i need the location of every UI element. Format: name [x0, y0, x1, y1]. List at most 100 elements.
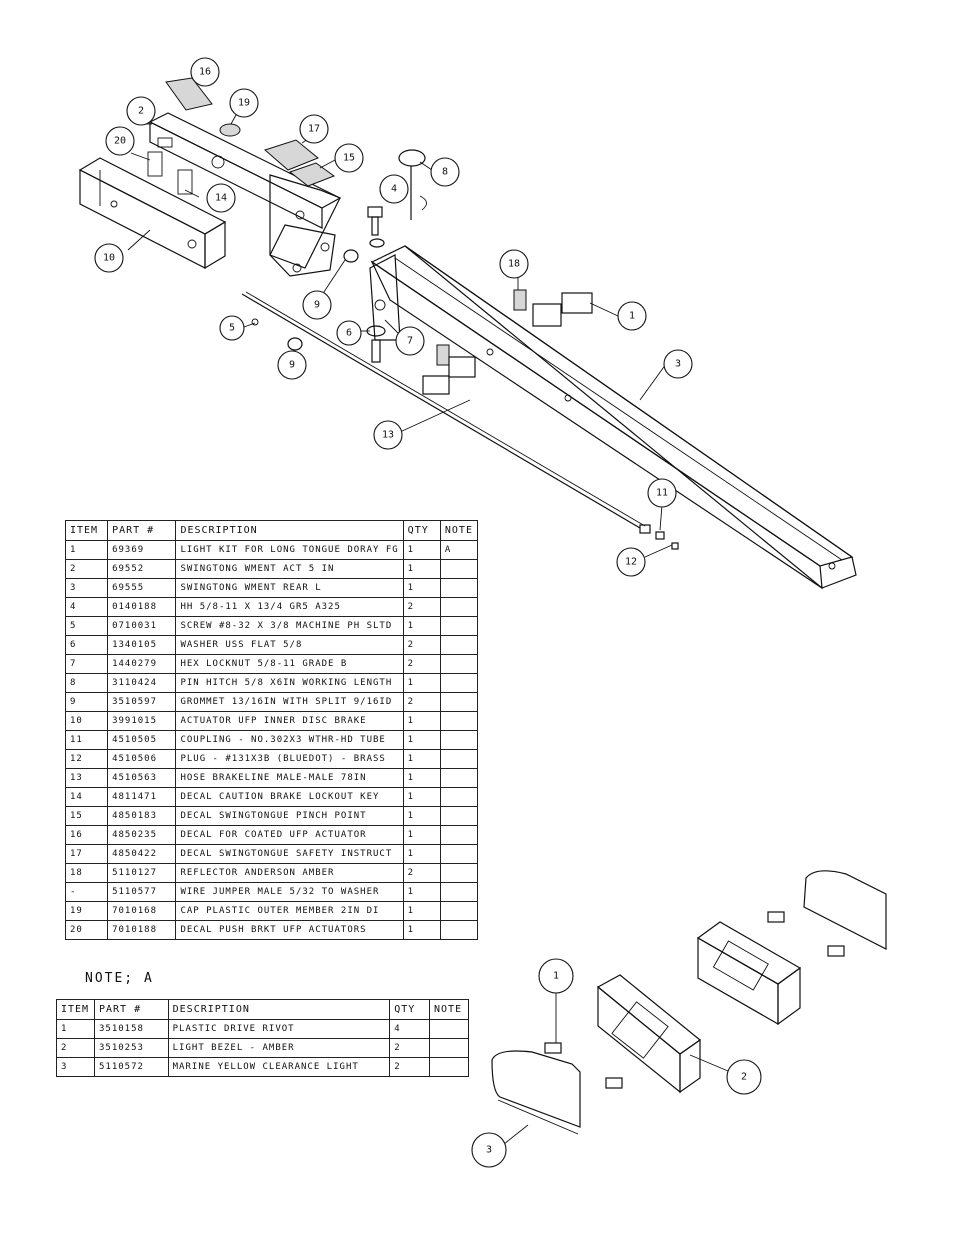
detail-light-assembly [491, 870, 887, 1135]
cell-note [439, 787, 479, 807]
cell-qty: 1 [402, 559, 441, 579]
callout-18-label: 18 [508, 259, 520, 270]
cell-item: 16 [64, 825, 109, 845]
callout-20-label: 20 [114, 136, 126, 147]
cell-part: 69552 [107, 559, 177, 579]
header-item: ITEM [64, 520, 109, 541]
callout-14-label: 14 [215, 193, 227, 204]
cell-qty: 4 [389, 1019, 431, 1039]
detail-callout-1-label: 1 [553, 971, 559, 982]
detail-callout-3: 3 [471, 1132, 507, 1168]
cell-description: SWINGTONG WMENT REAR L [175, 578, 404, 598]
callout-2: 2 [126, 96, 156, 126]
cell-part: 5110577 [107, 882, 177, 902]
actuator-inner-part [78, 157, 227, 270]
callout-3: 3 [663, 349, 693, 379]
cell-part: 1340105 [107, 635, 177, 655]
callout-15-label: 15 [343, 153, 355, 164]
cell-item: 17 [64, 844, 109, 864]
callout-6: 6 [336, 320, 362, 346]
cell-item: 7 [64, 654, 109, 674]
callout-9b-label: 9 [289, 360, 295, 371]
cell-qty: 1 [402, 578, 441, 598]
cell-part: 4850235 [107, 825, 177, 845]
cell-item: 5 [64, 616, 109, 636]
cell-qty: 1 [402, 540, 441, 560]
cell-qty: 2 [402, 635, 441, 655]
cell-part: 4510505 [107, 730, 177, 750]
callout-6-label: 6 [346, 328, 352, 339]
hardware-parts [251, 149, 427, 363]
cell-qty: 1 [402, 844, 441, 864]
callout-8: 8 [430, 157, 460, 187]
callout-17-label: 17 [308, 124, 320, 135]
cell-part: 3110424 [107, 673, 177, 693]
cell-note [439, 692, 479, 712]
cell-part: 5110572 [93, 1057, 169, 1077]
callout-15: 15 [334, 143, 364, 173]
cell-note [439, 616, 479, 636]
callout-16-label: 16 [199, 67, 211, 78]
cell-qty: 2 [402, 692, 441, 712]
cell-note [439, 882, 479, 902]
brake-hose-part [241, 291, 679, 550]
cell-note [439, 673, 479, 693]
callout-7-label: 7 [407, 336, 413, 347]
cell-qty: 2 [389, 1038, 431, 1058]
parts-list-header: ITEM PART # DESCRIPTION QTY NOTE [64, 520, 479, 541]
cell-qty: 2 [402, 597, 441, 617]
header-qty: QTY [402, 520, 441, 541]
header-note: NOTE [429, 999, 469, 1020]
header-description: DESCRIPTION [175, 520, 404, 541]
cell-item: 4 [64, 597, 109, 617]
cell-qty: 1 [402, 901, 441, 921]
cell-description: HH 5/8-11 X 13/4 GR5 A325 [175, 597, 404, 617]
callout-7: 7 [395, 326, 425, 356]
detail-callout-1: 1 [538, 958, 574, 994]
cell-part: 4850422 [107, 844, 177, 864]
cell-item: 2 [64, 559, 109, 579]
cell-item: 15 [64, 806, 109, 826]
cell-description: REFLECTOR ANDERSON AMBER [175, 863, 404, 883]
callout-11: 11 [647, 478, 677, 508]
cell-part: 4811471 [107, 787, 177, 807]
cell-description: SCREW #8-32 X 3/8 MACHINE PH SLTD [175, 616, 404, 636]
swingtong-weldment-rear-part [369, 245, 857, 590]
cell-part: 7010188 [107, 920, 177, 940]
cell-qty: 2 [389, 1057, 431, 1077]
cell-note [439, 768, 479, 788]
leader-lines [127, 79, 729, 1149]
cell-part: 7010168 [107, 901, 177, 921]
callout-4: 4 [379, 174, 409, 204]
cell-description: CAP PLASTIC OUTER MEMBER 2IN DI [175, 901, 404, 921]
cell-note [439, 901, 479, 921]
note-a-title: NOTE; A [85, 971, 154, 986]
cell-part: 4510506 [107, 749, 177, 769]
callout-17: 17 [299, 114, 329, 144]
cell-part: 5110127 [107, 863, 177, 883]
cell-part: 69555 [107, 578, 177, 598]
cell-item: 10 [64, 711, 109, 731]
cell-part: 0140188 [107, 597, 177, 617]
cell-item: 2 [56, 1038, 95, 1058]
cell-part: 1440279 [107, 654, 177, 674]
cell-item: 3 [56, 1057, 95, 1077]
cell-note [439, 635, 479, 655]
swingtong-weldment-actuator-part [147, 112, 342, 277]
cell-qty: 1 [402, 787, 441, 807]
cell-note [439, 597, 479, 617]
cell-note: A [439, 540, 479, 560]
